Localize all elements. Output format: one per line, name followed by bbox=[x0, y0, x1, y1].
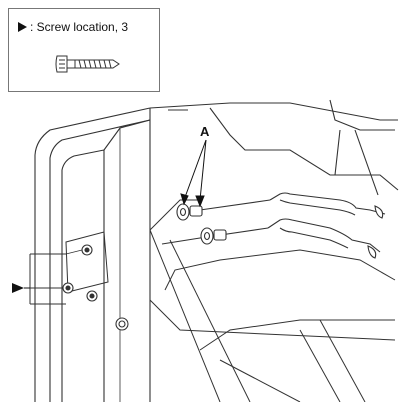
cables bbox=[161, 192, 386, 253]
legend-line: : Screw location, 3 bbox=[18, 20, 128, 34]
screw-nuts bbox=[62, 244, 129, 331]
cable-end-fittings bbox=[176, 203, 384, 259]
screw-leaders bbox=[30, 249, 83, 289]
latch-bracket bbox=[29, 231, 109, 305]
legend-text: : Screw location, 3 bbox=[30, 20, 129, 34]
door-frame bbox=[34, 99, 399, 402]
legend-marker-icon bbox=[18, 22, 27, 32]
screw-pointer-icon bbox=[12, 283, 24, 293]
callout-a-leaders bbox=[180, 139, 207, 208]
cable-lower bbox=[161, 227, 269, 245]
legend-box: : Screw location, 3 bbox=[8, 8, 160, 92]
callout-a-label: A bbox=[200, 124, 210, 139]
screw-icon bbox=[55, 55, 120, 73]
inner-panel bbox=[149, 199, 396, 402]
